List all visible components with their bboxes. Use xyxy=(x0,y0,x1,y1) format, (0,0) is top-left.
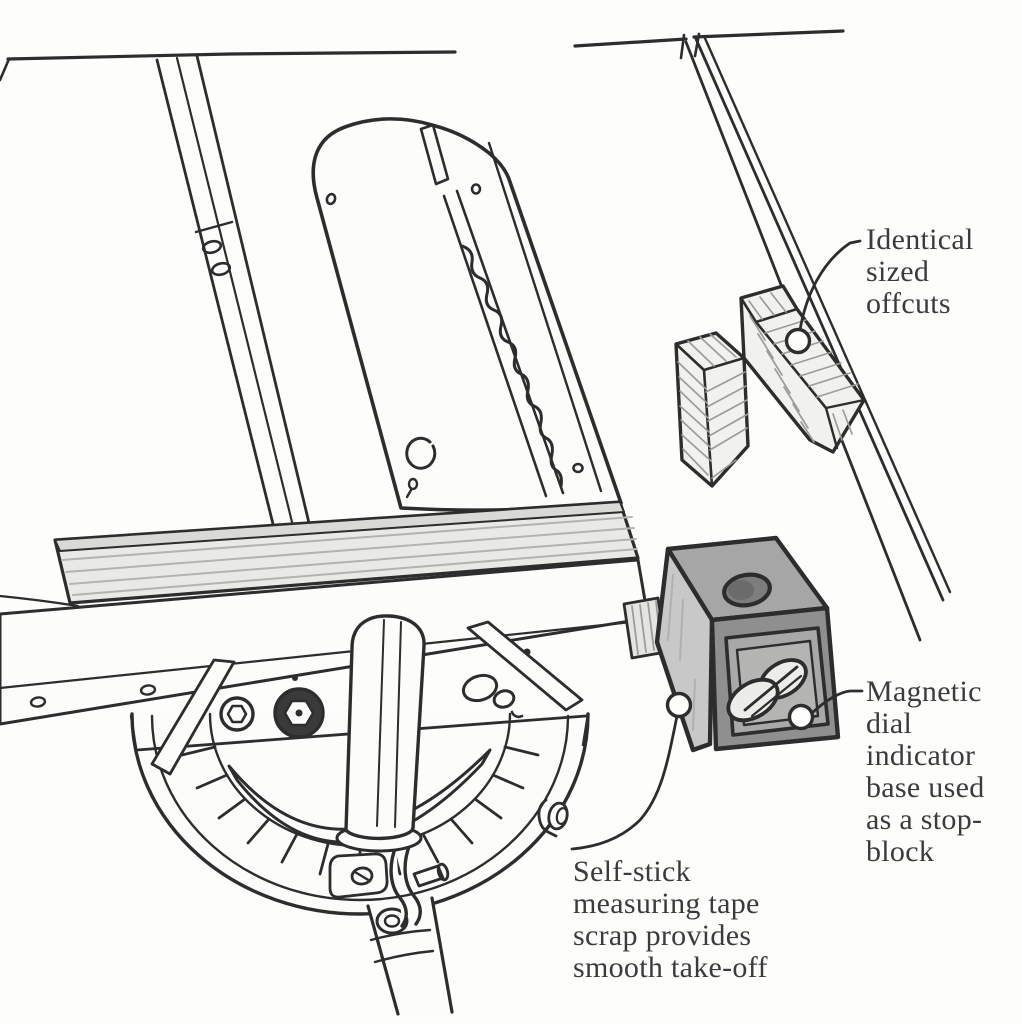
left-brace xyxy=(150,658,236,776)
table-front-edge xyxy=(0,594,80,608)
miter-bar xyxy=(366,896,454,1016)
lock-knob xyxy=(273,687,325,739)
callout-marker-base xyxy=(787,703,815,731)
label-selfstick-tape: Self-stick measuring tape scrap provides… xyxy=(573,855,768,984)
magnet-switch-lever xyxy=(726,658,808,723)
saw-blade-teeth xyxy=(460,244,563,488)
right-brace xyxy=(466,620,584,712)
callout-marker-offcut xyxy=(784,327,812,355)
offcut-small xyxy=(674,331,750,488)
flange-bolt xyxy=(461,673,524,719)
left-stop-clamp xyxy=(328,852,389,899)
leader-identical-offcuts xyxy=(798,239,862,332)
leader-magnetic-base xyxy=(810,689,864,715)
pivot-bolt xyxy=(219,696,255,732)
workpiece-and-fence xyxy=(0,500,668,726)
miter-gauge xyxy=(129,614,590,1016)
label-magnetic-base: Magnetic dial indicator base used as a s… xyxy=(866,675,985,868)
miter-slot-track xyxy=(155,54,311,526)
right-stop-clamp xyxy=(537,798,569,838)
top-mounting-hole xyxy=(722,572,772,608)
offcut-large xyxy=(739,284,866,454)
label-identical-offcuts: Identical sized offcuts xyxy=(866,223,974,320)
workpiece-board xyxy=(53,500,640,605)
miter-gauge-handle xyxy=(335,614,426,853)
center-hold-down-clamp xyxy=(389,842,450,928)
callout-leaders xyxy=(570,239,864,851)
curved-slot xyxy=(227,748,492,844)
blade-guard xyxy=(311,117,623,512)
callout-marker-tape xyxy=(665,691,693,719)
leader-selfstick-tape xyxy=(570,714,679,851)
